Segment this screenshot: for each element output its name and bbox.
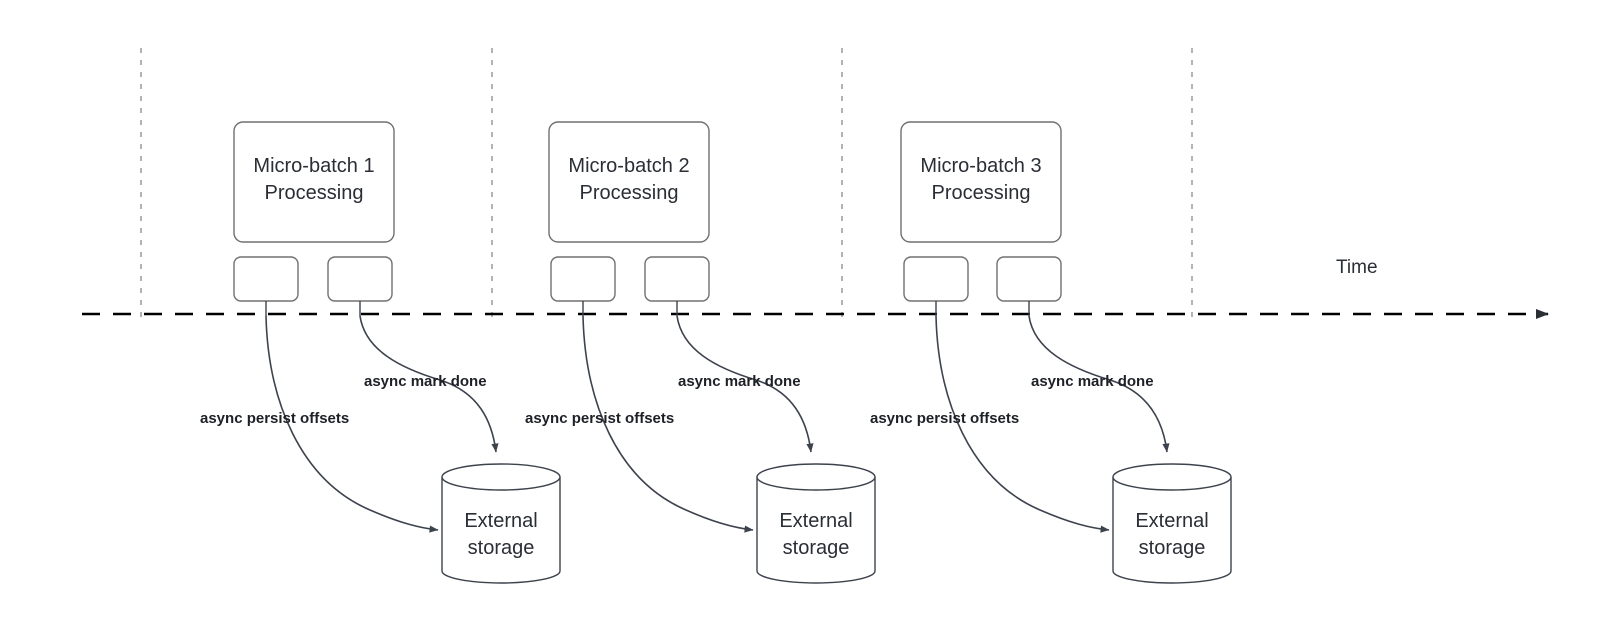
- micro-batch-3-box[interactable]: [900, 121, 1062, 243]
- external-storage-label-line2-3: storage: [1139, 537, 1206, 559]
- micro-batch-2-external-storage[interactable]: External storage: [756, 463, 876, 584]
- micro-batch-2-persist-offsets-arrow: [582, 315, 754, 533]
- micro-batch-3-label-line1: Micro-batch 3: [920, 155, 1041, 177]
- micro-batch-3-group: Micro-batch 3 Processing async persist o…: [870, 121, 1232, 584]
- micro-batch-3-persist-offsets-label: async persist offsets: [870, 410, 1019, 427]
- micro-batch-3-mark-done-arrow: [1028, 315, 1170, 453]
- micro-batch-2-box[interactable]: [548, 121, 710, 243]
- micro-batch-1-external-storage[interactable]: External storage: [441, 463, 561, 584]
- micro-batch-2-label-line1: Micro-batch 2: [568, 155, 689, 177]
- external-storage-top-3: [1112, 463, 1232, 491]
- micro-batch-1-offsets-task-box[interactable]: [233, 256, 299, 302]
- micro-batch-1-persist-offsets-label: async persist offsets: [200, 410, 349, 427]
- external-storage-label-line1-3: External: [1135, 510, 1208, 532]
- micro-batch-3-mark-done-label: async mark done: [1031, 373, 1154, 390]
- micro-batch-3-offsets-task-box[interactable]: [903, 256, 969, 302]
- micro-batch-1-label-line1: Micro-batch 1: [253, 155, 374, 177]
- micro-batch-1-mark-done-arrow: [359, 315, 499, 453]
- external-storage-top-2: [756, 463, 876, 491]
- external-storage-top-1: [441, 463, 561, 491]
- micro-batch-1-mark-done-label: async mark done: [364, 373, 487, 390]
- micro-batch-2-group: Micro-batch 2 Processing async persist o…: [525, 121, 876, 584]
- micro-batch-3-label-line2: Processing: [932, 182, 1031, 204]
- external-storage-body-1: [441, 477, 561, 584]
- timeline-tick-group: [140, 48, 1193, 322]
- micro-batch-3-external-storage[interactable]: External storage: [1112, 463, 1232, 584]
- micro-batch-2-mark-done-task-box[interactable]: [644, 256, 710, 302]
- micro-batch-1-group: Micro-batch 1 Processing async persist o…: [200, 121, 561, 584]
- external-storage-label-line1-1: External: [464, 510, 537, 532]
- micro-batch-1-persist-offsets-arrow: [265, 315, 439, 533]
- micro-batch-3-persist-offsets-arrow: [935, 315, 1110, 533]
- micro-batch-2-mark-done-label: async mark done: [678, 373, 801, 390]
- micro-batch-1-label-line2: Processing: [265, 182, 364, 204]
- external-storage-body-2: [756, 477, 876, 584]
- external-storage-label-line1-2: External: [779, 510, 852, 532]
- micro-batch-2-mark-done-arrow: [676, 315, 814, 453]
- time-axis-label: Time: [1336, 257, 1378, 278]
- micro-batch-1-box[interactable]: [233, 121, 395, 243]
- micro-batch-2-label-line2: Processing: [580, 182, 679, 204]
- external-storage-label-line2-1: storage: [468, 537, 535, 559]
- micro-batch-1-mark-done-task-box[interactable]: [327, 256, 393, 302]
- micro-batch-2-offsets-task-box[interactable]: [550, 256, 616, 302]
- external-storage-body-3: [1112, 477, 1232, 584]
- micro-batch-2-persist-offsets-label: async persist offsets: [525, 410, 674, 427]
- micro-batch-3-mark-done-task-box[interactable]: [996, 256, 1062, 302]
- external-storage-label-line2-2: storage: [783, 537, 850, 559]
